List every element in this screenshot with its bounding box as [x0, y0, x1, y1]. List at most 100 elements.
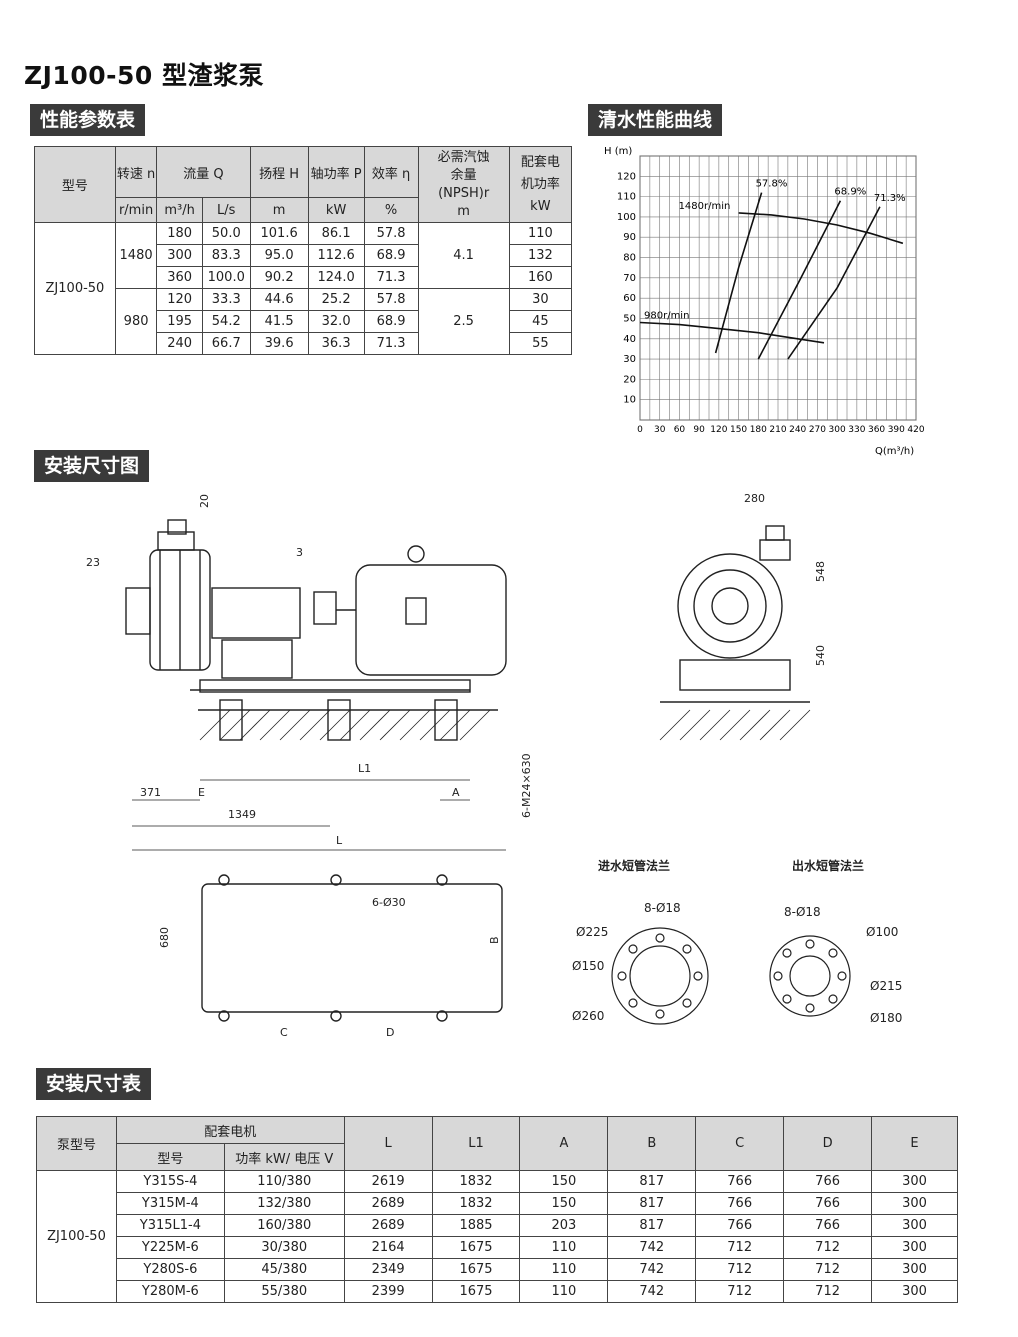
perf-hdr-motor-l2: 机功率 — [520, 176, 560, 192]
table-cell: 86.1 — [307, 222, 365, 245]
table-cell: 71.3 — [363, 266, 419, 289]
y-tick-label: 20 — [623, 374, 636, 385]
table-cell: 71.3 — [363, 332, 419, 355]
x-tick-label: 390 — [888, 425, 905, 435]
x-tick-label: 420 — [907, 425, 924, 435]
x-tick-label: 330 — [848, 425, 865, 435]
table-cell: 95.0 — [249, 244, 309, 267]
table-cell: 1675 — [431, 1236, 521, 1259]
install-dimension-table: 泵型号 配套电机 L L1 A B C D E 型号 功率 kW/ 电压 V Z… — [36, 1116, 958, 1303]
dim-3: 3 — [296, 546, 303, 559]
table-cell: 817 — [607, 1192, 697, 1215]
table-cell: 25.2 — [307, 288, 365, 311]
perf-hdr-motor-l1: 配套电 — [520, 154, 560, 170]
table-cell: 712 — [783, 1236, 873, 1259]
chart-grid — [639, 155, 917, 421]
table-cell: 742 — [607, 1258, 697, 1281]
dim-20: 20 — [198, 494, 211, 508]
table-cell: 180 — [156, 222, 203, 245]
perf-hdr-flow-m3h: m³/h — [156, 197, 203, 223]
table-cell: 1832 — [431, 1192, 521, 1215]
perf-hdr-head: 扬程 H — [249, 146, 309, 198]
table-cell: 2619 — [343, 1170, 433, 1193]
table-cell: 1832 — [431, 1170, 521, 1193]
x-tick-label: 120 — [710, 425, 727, 435]
dim-540: 540 — [814, 645, 827, 666]
table-cell: Y315M-4 — [115, 1192, 225, 1215]
curve-section-header: 清水性能曲线 — [588, 104, 723, 136]
dim-C: C — [280, 1026, 288, 1039]
y-tick-label: 90 — [623, 232, 636, 243]
x-tick-label: 360 — [868, 425, 885, 435]
perf-speed-cell: 1480 — [114, 222, 158, 289]
table-cell: 2689 — [343, 1192, 433, 1215]
perf-hdr-npsh-unit: m — [457, 203, 470, 219]
perf-hdr-power-unit: kW — [307, 197, 365, 223]
dim-hdr-B: B — [607, 1116, 697, 1171]
table-cell: 120 — [156, 288, 203, 311]
x-tick-label: 0 — [637, 425, 643, 435]
table-cell: 300 — [871, 1192, 958, 1215]
dim-hdr-C: C — [695, 1116, 785, 1171]
dim-hdr-L: L — [343, 1116, 433, 1171]
inlet-holes: 8-Ø18 — [644, 901, 681, 915]
install-table-section-header: 安装尺寸表 — [36, 1068, 152, 1100]
perf-hdr-npsh: 必需汽蚀 余量 (NPSH)r m — [417, 146, 510, 223]
table-cell: 817 — [607, 1170, 697, 1193]
page-title: ZJ100-50 型渣浆泵 — [24, 61, 264, 90]
table-cell: 712 — [783, 1280, 873, 1303]
dim-371: 371 — [140, 786, 161, 799]
dim-holes: 6-Ø30 — [372, 896, 406, 909]
table-cell: 110 — [519, 1258, 609, 1281]
perf-hdr-speed-unit: r/min — [114, 197, 158, 223]
perf-npsh-cell: 4.1 — [417, 222, 510, 289]
inlet-flange — [611, 927, 709, 1025]
inlet-d225: Ø225 — [576, 925, 608, 939]
end-view-dims: 280 548 540 — [744, 492, 827, 666]
dim-hdr-A: A — [519, 1116, 609, 1171]
table-cell: 1885 — [431, 1214, 521, 1237]
dim-23: 23 — [86, 556, 100, 569]
table-cell: 110/380 — [223, 1170, 345, 1193]
table-cell: 712 — [695, 1280, 785, 1303]
outlet-d100: Ø100 — [866, 925, 898, 939]
table-cell: 817 — [607, 1214, 697, 1237]
table-cell: 55/380 — [223, 1280, 345, 1303]
dim-hdr-E: E — [871, 1116, 958, 1171]
perf-speed-cell: 980 — [114, 288, 158, 355]
installation-drawing: 20 23 3 371 E 1349 L1 L A 6-M24×630 280 … — [86, 492, 902, 1039]
perf-hdr-npsh-l1: 必需汽蚀 — [437, 149, 490, 165]
perf-npsh-cell: 2.5 — [417, 288, 510, 355]
table-cell: 68.9 — [363, 310, 419, 333]
dim-hdr-motor: 配套电机 — [115, 1116, 345, 1144]
table-cell: 150 — [519, 1170, 609, 1193]
perf-hdr-flow: 流量 Q — [156, 146, 251, 198]
x-tick-label: 180 — [750, 425, 767, 435]
table-cell: 240 — [156, 332, 203, 355]
perf-hdr-speed: 转速 n — [114, 146, 158, 198]
dim-A: A — [452, 786, 460, 799]
table-cell: 57.8 — [363, 222, 419, 245]
x-tick-label: 60 — [674, 425, 686, 435]
table-cell: 124.0 — [307, 266, 365, 289]
head-curve-1480rmin — [738, 212, 904, 245]
table-cell: 742 — [607, 1280, 697, 1303]
table-cell: 300 — [156, 244, 203, 267]
table-cell: 39.6 — [249, 332, 309, 355]
table-cell: 100.0 — [201, 266, 251, 289]
y-tick-label: 50 — [623, 313, 636, 324]
table-cell: 766 — [695, 1170, 785, 1193]
side-view-dims: 20 23 3 371 E 1349 L1 L A 6-M24×630 — [86, 494, 533, 847]
outlet-holes: 8-Ø18 — [784, 905, 821, 919]
perf-hdr-motor-unit: kW — [530, 198, 551, 214]
table-cell: 766 — [783, 1170, 873, 1193]
dim-D: D — [386, 1026, 394, 1039]
table-cell: 1675 — [431, 1280, 521, 1303]
table-cell: Y280M-6 — [115, 1280, 225, 1303]
efficiency-label: 68.9% — [834, 187, 866, 198]
y-tick-label: 30 — [623, 354, 636, 365]
table-cell: 300 — [871, 1258, 958, 1281]
y-tick-label: 10 — [623, 395, 636, 406]
